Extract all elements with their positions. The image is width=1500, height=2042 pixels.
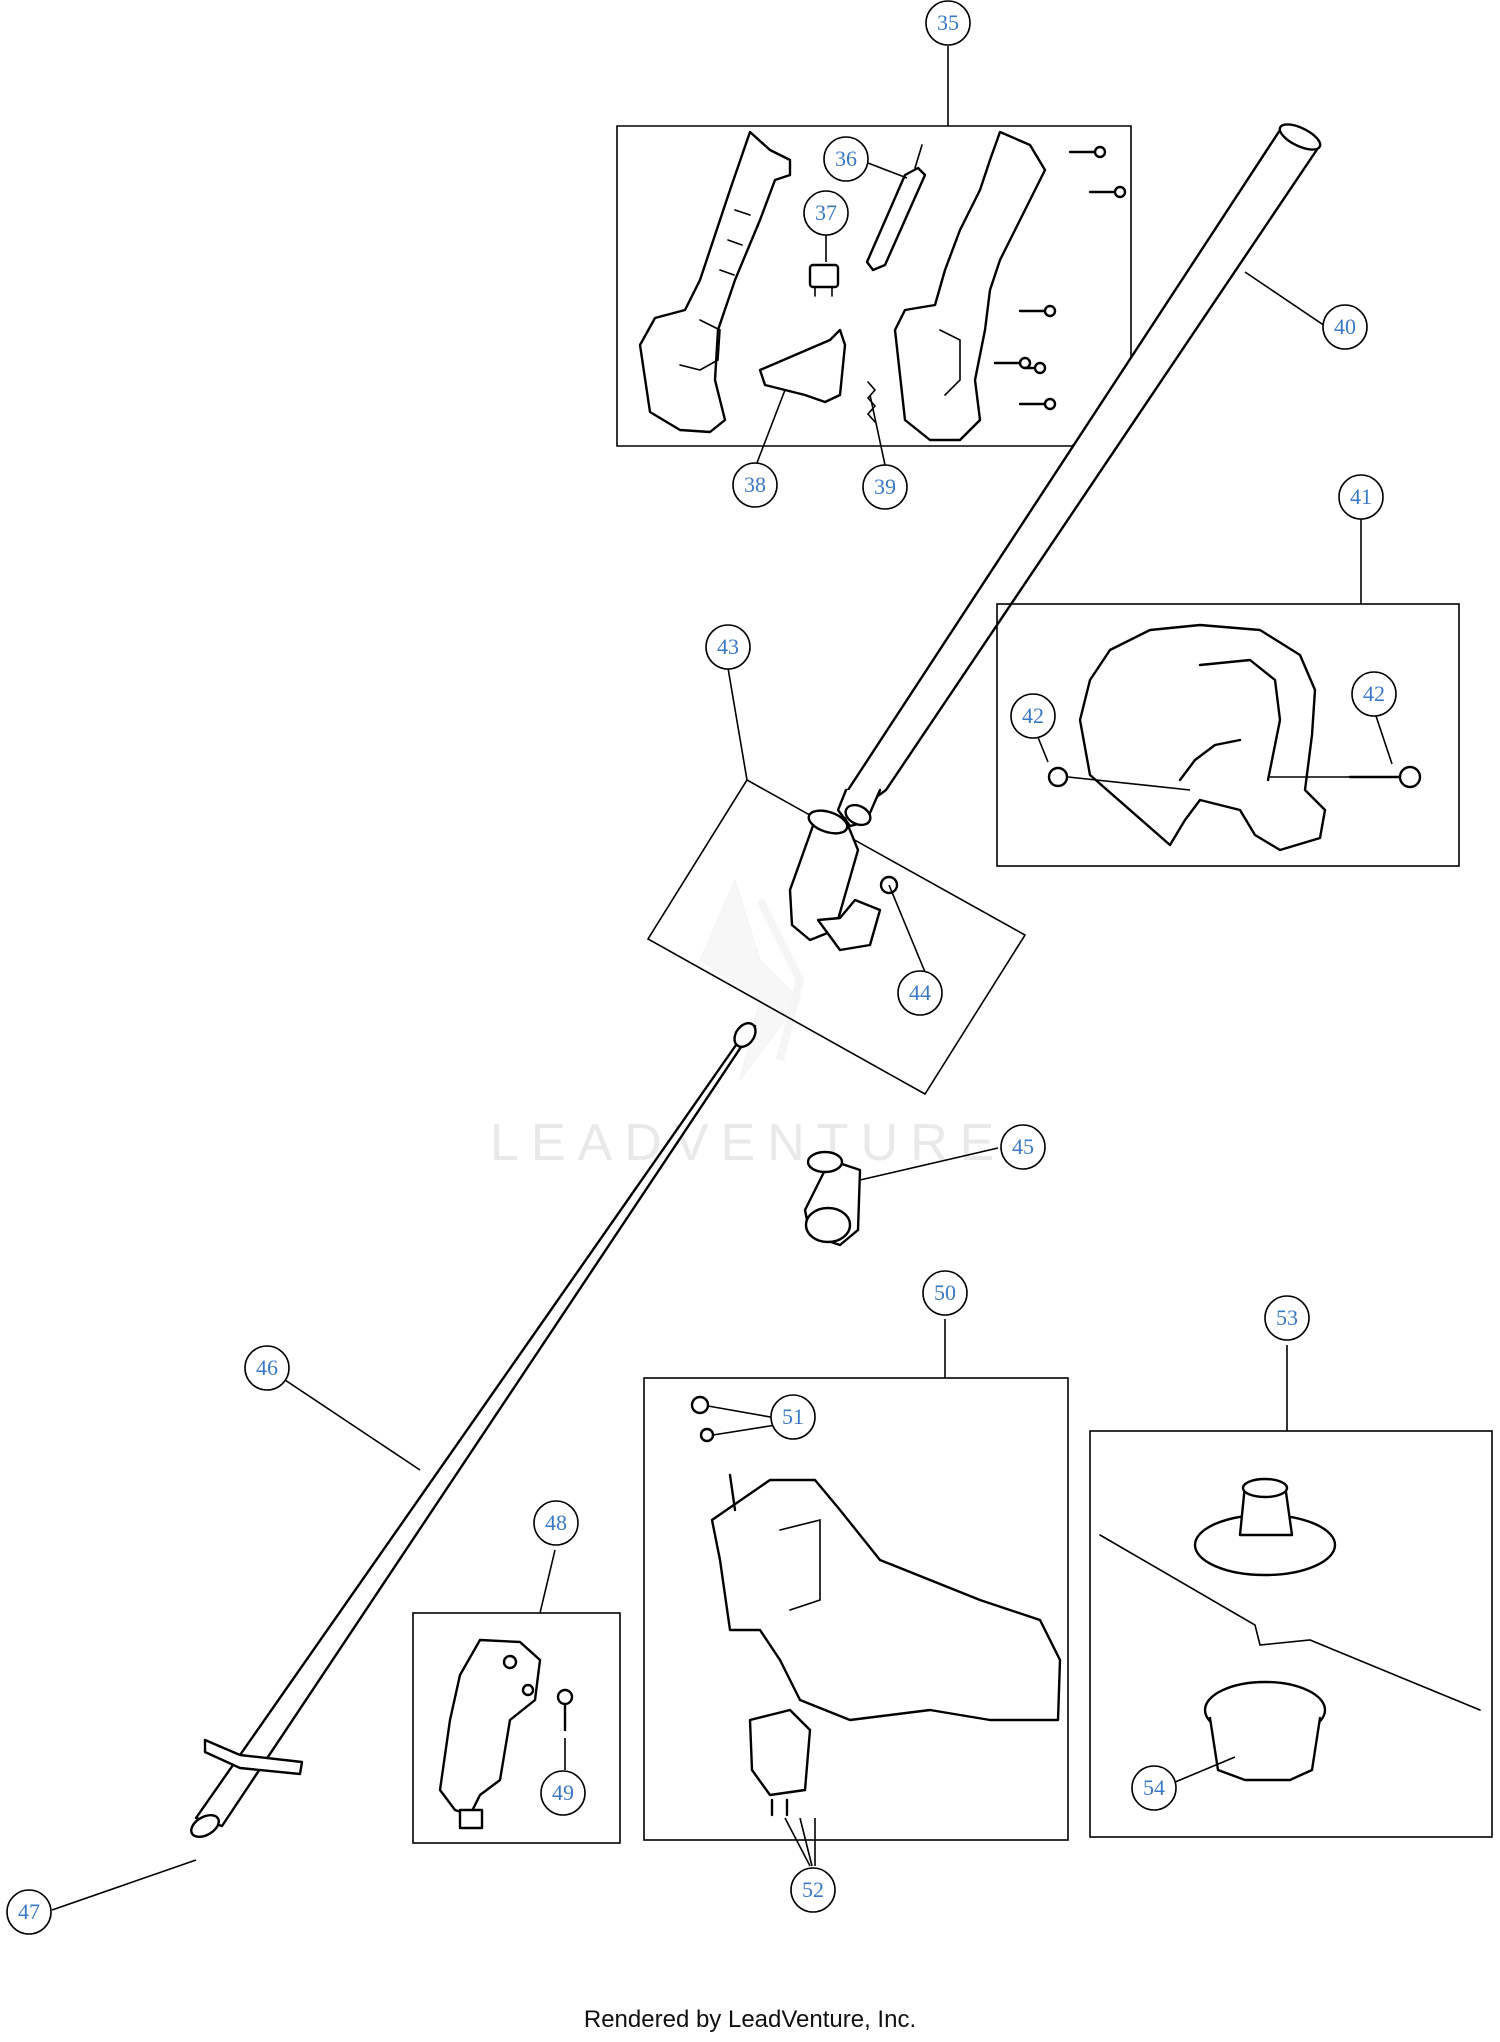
callout-48: 48 [533, 1500, 579, 1546]
callout-49: 49 [540, 1770, 586, 1816]
watermark-logo [699, 878, 805, 1081]
callout-50: 50 [922, 1270, 968, 1316]
callout-47: 47 [6, 1889, 52, 1935]
callout-52: 52 [790, 1867, 836, 1913]
callout-37: 37 [803, 190, 849, 236]
upper-shaft [836, 123, 1322, 828]
coupler-assembly [646, 667, 1027, 1096]
lower-shaft [190, 1021, 757, 1839]
box-50 [643, 1377, 1069, 1841]
callout-36: 36 [823, 136, 869, 182]
svg-text:38: 38 [744, 472, 766, 497]
watermark: LEADVENTURE [490, 878, 1006, 1172]
box-43 [646, 778, 1027, 1096]
svg-text:45: 45 [1012, 1134, 1034, 1159]
svg-text:41: 41 [1350, 484, 1372, 509]
screws [993, 145, 1127, 411]
box-41 [996, 603, 1460, 867]
callout-53: 53 [1264, 1295, 1310, 1341]
svg-text:42: 42 [1363, 681, 1385, 706]
svg-text:43: 43 [717, 634, 739, 659]
box-48 [412, 1612, 621, 1844]
svg-text:49: 49 [552, 1780, 574, 1805]
callout-42-right: 42 [1351, 671, 1397, 717]
svg-text:46: 46 [256, 1355, 278, 1380]
svg-text:52: 52 [802, 1877, 824, 1902]
callout-39: 39 [862, 464, 908, 510]
watermark-text: LEADVENTURE [490, 1114, 1006, 1172]
assist-handle-assembly [996, 518, 1460, 867]
svg-text:54: 54 [1143, 1775, 1165, 1800]
gearbox-assembly [412, 1549, 621, 1844]
callout-51: 51 [770, 1394, 816, 1440]
callout-42-left: 42 [1010, 693, 1056, 739]
svg-text:37: 37 [815, 200, 837, 225]
svg-text:47: 47 [18, 1899, 40, 1924]
handle-housing-assembly [616, 46, 1132, 447]
svg-text:48: 48 [545, 1510, 567, 1535]
callout-38: 38 [732, 462, 778, 508]
callout-40: 40 [1322, 304, 1368, 350]
box-53 [1089, 1430, 1493, 1838]
svg-text:53: 53 [1276, 1305, 1298, 1330]
svg-text:42: 42 [1022, 703, 1044, 728]
spool-assembly [1089, 1345, 1493, 1838]
svg-text:44: 44 [909, 980, 931, 1005]
callout-46: 46 [244, 1345, 290, 1391]
svg-text:50: 50 [934, 1280, 956, 1305]
callout-41: 41 [1338, 474, 1384, 520]
callout-54: 54 [1131, 1765, 1177, 1811]
shaft-collar [803, 1147, 999, 1247]
callout-35: 35 [925, 0, 971, 46]
svg-text:36: 36 [835, 146, 857, 171]
callout-44: 44 [897, 970, 943, 1016]
svg-text:35: 35 [937, 10, 959, 35]
callout-43: 43 [705, 624, 751, 670]
callout-45: 45 [1000, 1124, 1046, 1170]
svg-text:40: 40 [1334, 314, 1356, 339]
svg-text:39: 39 [874, 474, 896, 499]
footer-credit: Rendered by LeadVenture, Inc. [583, 2006, 917, 2033]
svg-text:51: 51 [782, 1404, 804, 1429]
guard-assembly [643, 1319, 1069, 1867]
